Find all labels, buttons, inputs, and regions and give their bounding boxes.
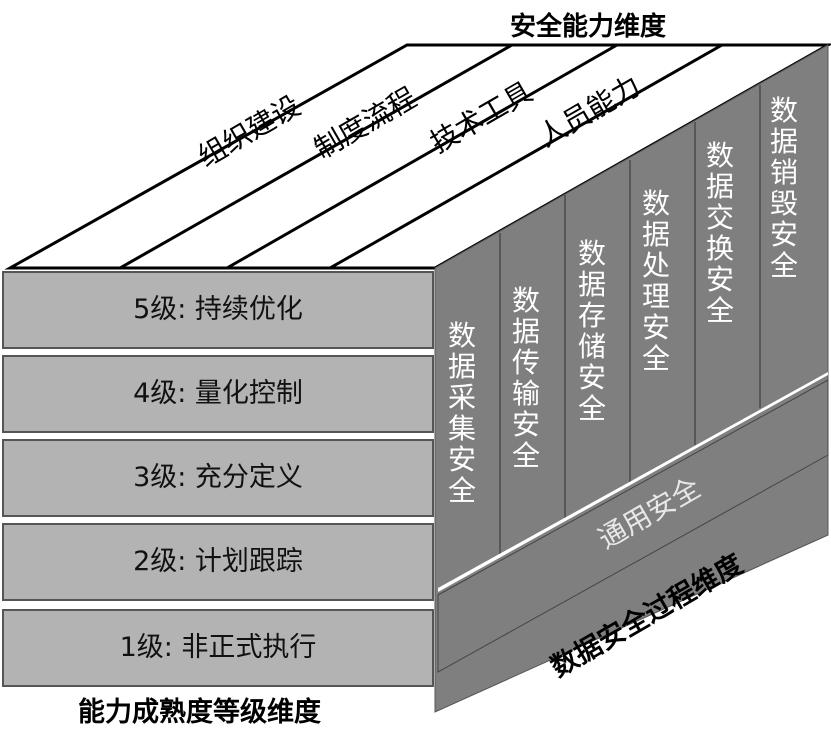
- level-label-5: 5级: 持续优化: [133, 294, 303, 325]
- level-boxes: [2, 271, 434, 687]
- level-label-4: 4级: 量化控制: [133, 378, 303, 409]
- general-security-band: [437, 379, 829, 673]
- maturity-dimension-title: 能力成熟度等级维度: [78, 697, 321, 728]
- level-3-box: [2, 439, 434, 517]
- level-label-1: 1级: 非正式执行: [119, 632, 317, 663]
- level-4-box: [2, 355, 434, 433]
- level-label-2: 2级: 计划跟踪: [133, 546, 303, 577]
- capability-dimension-title: 安全能力维度: [510, 12, 667, 42]
- band-gap: [438, 372, 828, 592]
- process-label-1: 数据传输安全: [512, 284, 541, 472]
- process-label-2: 数据存储安全: [578, 237, 607, 425]
- level-5-box: [2, 271, 434, 349]
- process-label-0: 数据采集安全: [448, 319, 477, 507]
- level-label-3: 3级: 充分定义: [133, 462, 303, 493]
- process-label-4: 数据交换安全: [706, 139, 735, 327]
- process-dividers: [499, 85, 761, 555]
- process-label-5: 数据销毁安全: [770, 94, 799, 282]
- level-2-box: [2, 523, 434, 601]
- top-face-dividers: [119, 43, 723, 270]
- process-label-3: 数据处理安全: [642, 187, 671, 375]
- level-1-box: [2, 609, 434, 687]
